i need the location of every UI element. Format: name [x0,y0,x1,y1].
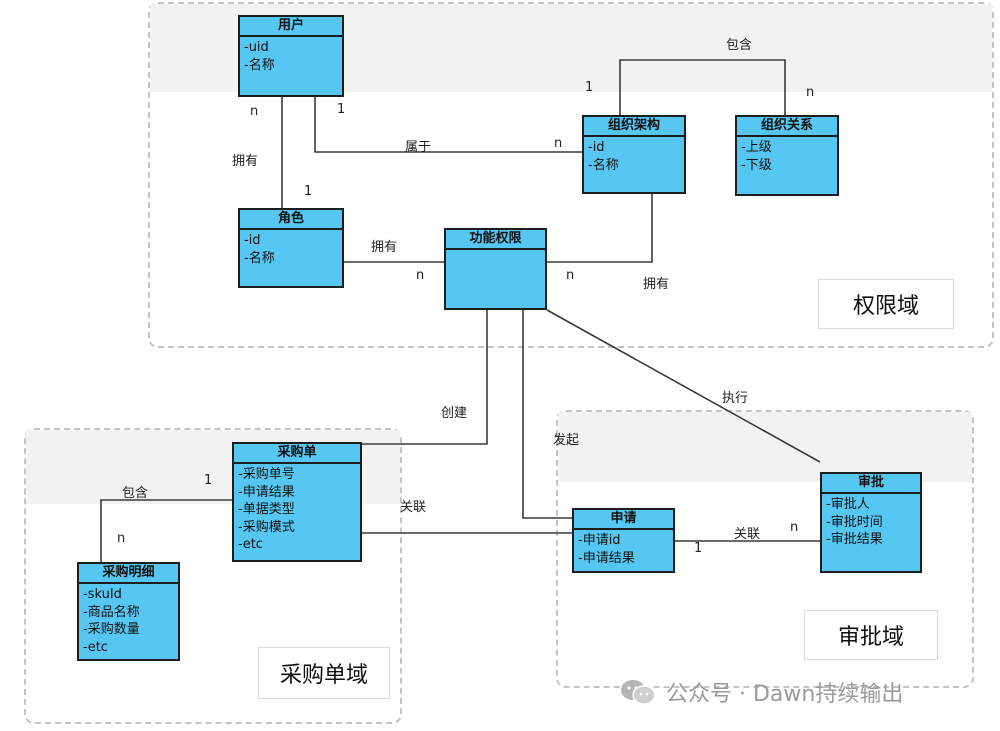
entity-func[interactable]: 功能权限 [444,228,547,310]
entity-org-title: 组织架构 [584,117,684,137]
entity-order-attr: -单据类型 [238,502,295,517]
relation-label-assoc-order-apply: 关联 [400,500,427,515]
relation-label-assoc-apply-approve: 关联 [734,527,761,542]
approval-domain-band [558,412,972,482]
entity-user-attr: -uid [244,40,269,55]
entity-func-title: 功能权限 [446,230,545,250]
entity-approve[interactable]: 审批 -审批人 -审批时间 -审批结果 [820,472,922,573]
entity-detail-attr: -skuId [83,587,122,602]
cardinality-label: n [554,136,563,151]
entity-role-attr: -id [244,233,261,248]
relation-label-own-org-func: 拥有 [643,277,670,292]
entity-approve-attr: -审批人 [826,497,870,512]
entity-apply-title: 申请 [574,510,673,530]
relation-label-create: 创建 [441,406,468,421]
wechat-icon [620,678,656,706]
entity-role-title: 角色 [240,210,342,230]
entity-apply-attr: -申请结果 [578,550,635,566]
entity-detail-attr: -etc [83,639,108,655]
line-func-order [362,310,488,445]
line-detail-order [100,499,232,562]
relation-label-contain-org: 包含 [726,38,753,53]
cardinality-label: n [250,104,259,119]
relation-label-belong: 属于 [405,140,432,155]
cardinality-label: 1 [585,80,594,95]
purchase-domain-label: 采购单域 [258,647,390,699]
entity-user-attr: -名称 [244,57,275,73]
entity-order-attr: -etc [238,537,263,552]
line-user-org [314,97,582,153]
cardinality-label: 1 [337,102,346,117]
permission-domain-region [148,2,994,348]
line-func-approve [546,309,821,463]
cardinality-label: n [806,85,815,100]
entity-detail-attr: -商品名称 [83,604,140,620]
entity-order-attr: -采购模式 [238,519,295,535]
entity-user[interactable]: 用户 -uid -名称 [238,15,344,97]
permission-domain-label: 权限域 [818,279,954,329]
entity-orgrel-title: 组织关系 [737,117,837,137]
relation-label-own-user-role: 拥有 [232,154,259,169]
entity-org[interactable]: 组织架构 -id -名称 [582,115,686,194]
entity-order[interactable]: 采购单 -采购单号 -申请结果 -单据类型 -采购模式 -etc [232,442,362,562]
entity-order-attr: -采购单号 [238,467,295,482]
entity-orgrel-attr: -上级 [741,140,772,155]
line-org-func [547,194,653,263]
entity-order-title: 采购单 [234,444,360,464]
entity-detail[interactable]: 采购明细 -skuId -商品名称 -采购数量 -etc [77,562,180,661]
entity-user-title: 用户 [240,17,342,37]
relation-label-execute: 执行 [722,391,749,406]
line-func-apply [522,310,572,519]
approval-domain-label: 审批域 [804,610,938,660]
entity-approve-title: 审批 [822,474,920,494]
entity-org-attr: -id [588,140,605,155]
entity-orgrel-attr: -下级 [741,157,772,173]
approval-domain-region [556,410,974,688]
entity-apply[interactable]: 申请 -申请id -申请结果 [572,508,675,573]
relation-label-own-role-func: 拥有 [371,240,398,255]
entity-order-attr: -申请结果 [238,484,295,500]
cardinality-label: n [416,268,425,283]
watermark-text: 公众号 · Dawn持续输出 [666,682,904,707]
cardinality-label: n [117,531,126,546]
relation-label-initiate: 发起 [553,433,580,448]
entity-orgrel[interactable]: 组织关系 -上级 -下级 [735,115,839,196]
entity-approve-attr: -审批结果 [826,532,883,547]
watermark: 公众号 · Dawn持续输出 [620,676,903,708]
cardinality-label: 1 [694,541,703,556]
entity-detail-title: 采购明细 [79,564,178,584]
entity-role[interactable]: 角色 -id -名称 [238,208,344,288]
entity-approve-attr: -审批时间 [826,514,883,530]
cardinality-label: n [790,520,799,535]
relation-label-contain-order: 包含 [122,486,149,501]
purchase-domain-region [24,428,402,724]
cardinality-label: n [566,268,575,283]
entity-detail-attr: -采购数量 [83,622,140,637]
cardinality-label: 1 [304,184,313,199]
entity-apply-attr: -申请id [578,533,621,548]
entity-role-attr: -名称 [244,250,275,266]
line-org-orgrel [619,59,786,115]
cardinality-label: 1 [204,473,213,488]
entity-org-attr: -名称 [588,157,619,173]
